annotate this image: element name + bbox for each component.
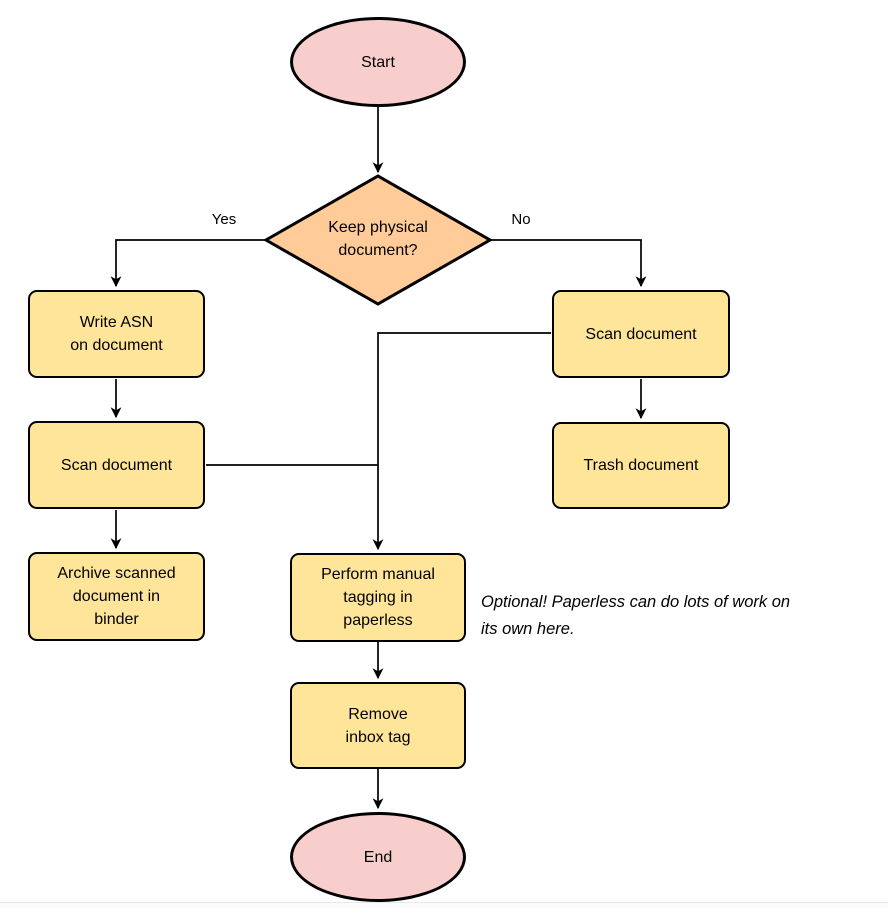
process-scan-document-left: Scan document (28, 421, 205, 509)
process-manual-tagging: Perform manual tagging in paperless (290, 553, 466, 642)
edge-label-yes: Yes (211, 211, 237, 228)
process-scan-document-right: Scan document (552, 290, 730, 378)
annotation-optional-note: Optional! Paperless can do lots of work … (481, 593, 791, 638)
edge-label-no: No (511, 211, 531, 228)
decision-keep-physical-document-label: Keep physical document? (328, 219, 428, 259)
connector-scan-right-to-manual-tagging (372, 332, 551, 551)
manual-tagging-label: Perform manual tagging in paperless (321, 566, 435, 629)
scan-document-right-label: Scan document (585, 325, 697, 343)
start-label: Start (361, 53, 395, 71)
write-asn-label: Write ASN on document (70, 314, 163, 354)
archive-label: Archive scanned document in binder (57, 565, 176, 628)
process-write-asn-on-document: Write ASN on document (28, 290, 205, 378)
page-bottom-edge (0, 902, 888, 908)
connector-decision-yes-to-write-asn (110, 239, 265, 288)
process-trash-document: Trash document (552, 422, 730, 509)
end-label: End (363, 848, 393, 866)
connector-decision-no-to-scan-right (491, 239, 647, 288)
decision-diamond-shape (262, 174, 494, 306)
end-terminator: End (290, 812, 466, 902)
remove-inbox-tag-label: Remove inbox tag (345, 705, 411, 746)
start-terminator: Start (290, 17, 466, 107)
process-remove-inbox-tag: Remove inbox tag (290, 682, 466, 769)
process-archive-scanned-document: Archive scanned document in binder (28, 552, 205, 641)
trash-document-label: Trash document (583, 457, 699, 474)
scan-document-left-label: Scan document (60, 456, 173, 474)
